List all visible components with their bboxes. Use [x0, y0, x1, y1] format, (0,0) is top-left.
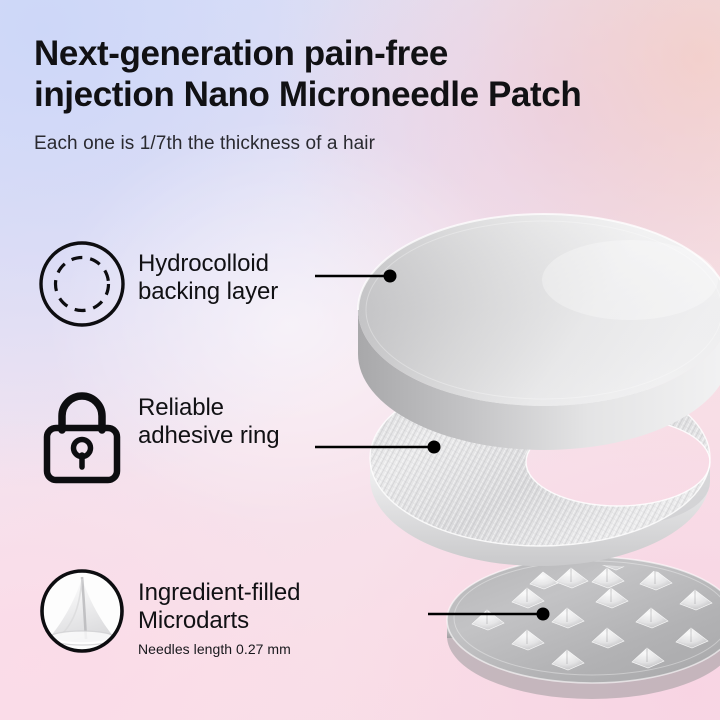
feature-label: Hydrocolloid backing layer: [138, 250, 279, 305]
feature-text-block: Reliable adhesive ring: [138, 382, 280, 450]
dashed-circle-icon: [36, 238, 128, 334]
hydrocolloid-backing-disc: [357, 213, 720, 450]
exploded-patch-illustration: [330, 150, 720, 699]
feature-text-block: Hydrocolloid backing layer: [138, 238, 278, 306]
headline-block: Next-generation pain-free injection Nano…: [34, 34, 694, 155]
feature-label: Ingredient-filled Microdarts: [138, 579, 301, 634]
page-title: Next-generation pain-free injection Nano…: [34, 34, 582, 114]
page-subtitle: Each one is 1/7th the thickness of a hai…: [34, 133, 376, 155]
feature-hydrocolloid-backing-layer: Hydrocolloid backing layer: [36, 238, 278, 334]
feature-label: Reliable adhesive ring: [138, 394, 280, 449]
feature-text-block: Ingredient-filled Microdarts Needles len…: [138, 565, 301, 657]
microdart-array-disc: [446, 556, 720, 699]
microdart-cone-icon: [36, 565, 128, 661]
padlock-icon: [36, 382, 128, 484]
feature-sublabel: Needles length 0.27 mm: [138, 640, 291, 657]
feature-ingredient-filled-microdarts: Ingredient-filled Microdarts Needles len…: [36, 565, 301, 661]
feature-reliable-adhesive-ring: Reliable adhesive ring: [36, 382, 280, 484]
